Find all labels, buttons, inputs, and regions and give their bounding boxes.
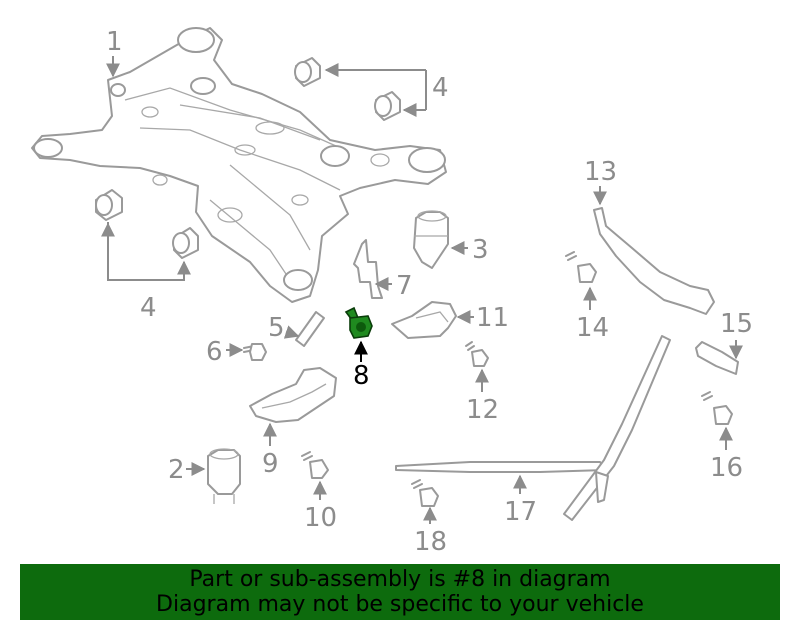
info-banner: Part or sub-assembly is #8 in diagram Di… [20, 564, 780, 620]
bolt-part [301, 451, 329, 479]
banner-line-part: Part or sub-assembly is #8 in diagram [189, 567, 611, 592]
callout-2: 2 [168, 455, 206, 485]
svg-text:7: 7 [396, 271, 413, 301]
mount-part-2 [207, 448, 241, 504]
callout-1: 1 [106, 27, 123, 78]
callout-16: 16 [710, 426, 743, 483]
callout-5: 5 [268, 313, 300, 343]
callout-4-bottom: 4 [101, 222, 191, 323]
svg-text:14: 14 [576, 313, 609, 343]
svg-text:15: 15 [720, 309, 753, 339]
svg-text:11: 11 [476, 303, 509, 333]
svg-text:17: 17 [504, 497, 537, 527]
svg-text:5: 5 [268, 313, 285, 343]
svg-text:2: 2 [168, 455, 185, 485]
svg-text:18: 18 [414, 527, 447, 557]
svg-text:12: 12 [466, 395, 499, 425]
link-part [695, 341, 739, 375]
svg-text:3: 3 [472, 235, 489, 265]
svg-text:10: 10 [304, 503, 337, 533]
callout-3: 3 [450, 235, 489, 265]
banner-line-disclaimer: Diagram may not be specific to your vehi… [156, 592, 644, 617]
svg-text:4: 4 [140, 293, 157, 323]
callout-15: 15 [720, 309, 753, 360]
arm-part [593, 207, 715, 315]
callout-12: 12 [466, 368, 499, 425]
bolt-part [465, 341, 489, 367]
bushing-part [95, 57, 401, 259]
callout-11: 11 [456, 303, 509, 333]
mount-part [413, 210, 449, 269]
callout-4-top: 4 [324, 63, 449, 117]
svg-text:13: 13 [584, 157, 617, 187]
shield-part [249, 367, 337, 423]
callout-17: 17 [504, 474, 537, 527]
svg-text:4: 4 [432, 73, 449, 103]
svg-text:6: 6 [206, 337, 223, 367]
callout-13: 13 [584, 157, 617, 206]
bolt-part [411, 479, 439, 507]
bolt-part [701, 391, 733, 425]
bolt-part [243, 343, 267, 361]
svg-text:8: 8 [353, 361, 370, 391]
callout-6: 6 [206, 337, 244, 367]
subframe-part [31, 27, 447, 303]
bolt-part-highlighted [344, 306, 373, 339]
callout-18: 18 [414, 506, 447, 557]
strip-part [295, 311, 325, 347]
bolt-part [565, 251, 597, 283]
callout-7: 7 [374, 271, 413, 301]
svg-text:9: 9 [262, 449, 279, 479]
svg-text:16: 16 [710, 453, 743, 483]
callout-10: 10 [304, 480, 337, 533]
callout-14: 14 [576, 286, 609, 343]
callout-9: 9 [262, 422, 279, 479]
rod-part [395, 335, 671, 521]
callout-8: 8 [353, 340, 370, 391]
svg-text:1: 1 [106, 27, 123, 57]
bracket-part-11 [391, 301, 457, 339]
bracket-part [353, 239, 383, 299]
